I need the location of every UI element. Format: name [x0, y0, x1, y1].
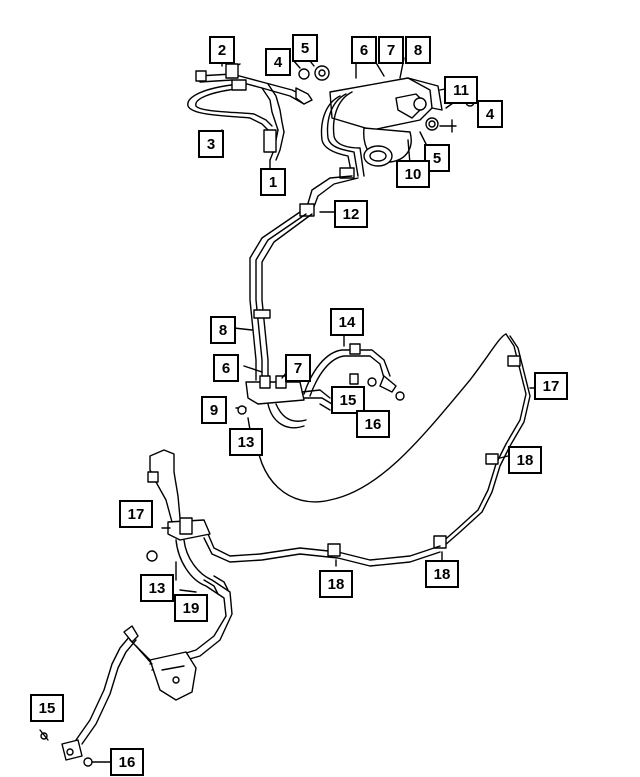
- callout-5-top: 5: [292, 34, 318, 62]
- bolt-nut-top: [292, 55, 330, 81]
- callout-14: 14: [330, 308, 364, 336]
- callout-7-top: 7: [378, 36, 404, 64]
- callout-6-mid: 6: [213, 354, 239, 382]
- callout-6-top: 6: [351, 36, 377, 64]
- callout-7-mid: 7: [285, 354, 311, 382]
- callout-5-right: 5: [424, 144, 450, 172]
- callout-18-lower: 18: [425, 560, 459, 588]
- callout-18-mid: 18: [319, 570, 353, 598]
- callout-1: 1: [260, 168, 286, 196]
- callout-16-bottom: 16: [110, 748, 144, 776]
- callout-11: 11: [444, 76, 478, 104]
- callout-15-mid: 15: [331, 386, 365, 414]
- callout-9: 9: [201, 396, 227, 424]
- callout-3: 3: [198, 130, 224, 158]
- callout-12: 12: [334, 200, 368, 228]
- callout-17-right: 17: [534, 372, 568, 400]
- front-flex-hose: [303, 327, 405, 401]
- callout-4-right: 4: [477, 100, 503, 128]
- rear-lines-lower: [39, 449, 443, 767]
- callout-8-mid: 8: [210, 316, 236, 344]
- callout-17-left: 17: [119, 500, 153, 528]
- callout-13-mid: 13: [229, 428, 263, 456]
- callout-2: 2: [209, 36, 235, 64]
- callout-10: 10: [396, 160, 430, 188]
- main-brake-lines: [233, 211, 333, 431]
- callout-15-bottom: 15: [30, 694, 64, 722]
- callout-16-mid: 16: [356, 410, 390, 438]
- callout-18-right: 18: [508, 446, 542, 474]
- callout-8-top: 8: [405, 36, 431, 64]
- callout-19: 19: [174, 594, 208, 622]
- callout-4-top: 4: [265, 48, 291, 76]
- callout-13-left: 13: [140, 574, 174, 602]
